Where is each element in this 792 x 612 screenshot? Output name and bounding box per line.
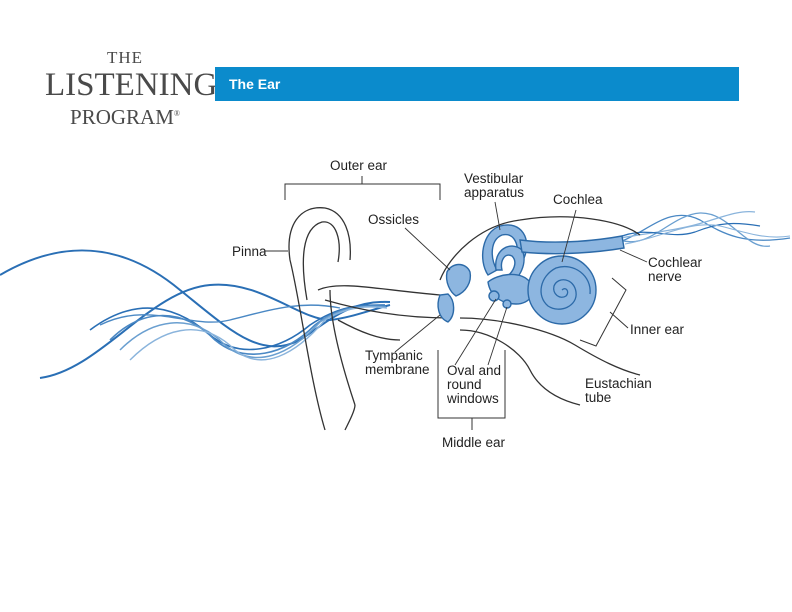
label-cochlear-nerve-line2: nerve <box>648 269 682 284</box>
label-tympanic-line2: membrane <box>365 362 430 377</box>
page-title: The Ear <box>229 76 281 92</box>
ossicle-shape <box>445 263 472 297</box>
title-banner: The Ear <box>215 67 739 101</box>
incoming-sound-waves <box>0 249 391 379</box>
label-ossicles: Ossicles <box>368 212 419 227</box>
label-vestibular-line1: Vestibular <box>464 171 524 186</box>
registered-mark: ® <box>173 109 180 118</box>
label-middle-ear: Middle ear <box>442 435 506 450</box>
label-cochlea: Cochlea <box>553 192 603 207</box>
cochlea-spiral <box>540 266 591 310</box>
cochlear-nerve-shape <box>519 235 625 255</box>
logo-line-program: PROGRAM® <box>45 102 205 129</box>
ear-anatomy-outline <box>288 207 641 431</box>
label-outer-ear: Outer ear <box>330 158 388 173</box>
tympanic-membrane-shape <box>437 293 455 323</box>
logo-line-listening: LISTENING <box>45 67 218 103</box>
label-eustachian-line2: tube <box>585 390 611 405</box>
label-oval-line1: Oval and <box>447 363 501 378</box>
label-inner-ear: Inner ear <box>630 322 685 337</box>
program-logo: THE LISTENING PROGRAM® <box>45 48 218 129</box>
bracket-lines <box>284 176 629 430</box>
oval-window-shape <box>488 290 500 302</box>
logo-line-the: THE <box>106 48 144 67</box>
label-eustachian-line1: Eustachian <box>585 376 652 391</box>
logo-program-text: PROGRAM <box>70 105 174 129</box>
outgoing-sound-waves <box>619 210 791 247</box>
label-oval-line3: windows <box>446 391 499 406</box>
leader-lines <box>265 201 648 366</box>
label-pinna: Pinna <box>232 244 267 259</box>
label-tympanic-line1: Tympanic <box>365 348 423 363</box>
label-vestibular-line2: apparatus <box>464 185 524 200</box>
label-cochlear-nerve-line1: Cochlear <box>648 255 703 270</box>
round-window-shape <box>502 299 512 309</box>
inner-ear-structures <box>437 224 625 325</box>
label-oval-line2: round <box>447 377 482 392</box>
